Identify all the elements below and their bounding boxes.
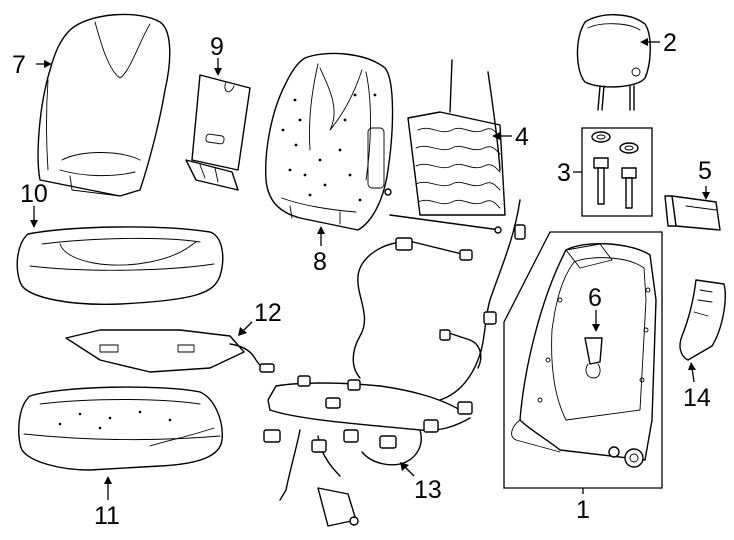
seat-cushion-cover xyxy=(16,226,224,306)
callout-1: 1 xyxy=(576,496,590,524)
bracket-clip xyxy=(664,195,721,231)
seat-back-frame-group xyxy=(503,231,663,489)
wiring-harness xyxy=(263,199,526,527)
seat-back-pad xyxy=(185,74,251,191)
seat-back-foam xyxy=(264,52,394,231)
callout-4: 4 xyxy=(515,123,529,151)
occupant-sensor-mat xyxy=(65,329,275,373)
callout-9: 9 xyxy=(210,33,224,61)
callout-labels: 7 9 8 4 2 3 5 10 12 11 13 6 14 1 xyxy=(12,29,712,530)
callout-14: 14 xyxy=(683,384,711,412)
callout-7: 7 xyxy=(12,51,26,79)
callout-10: 10 xyxy=(20,180,48,208)
head-restraint xyxy=(576,14,651,111)
bolt-washer-set xyxy=(581,127,653,217)
seat-back-spring-mat xyxy=(384,59,506,234)
callout-2: 2 xyxy=(663,29,677,57)
callout-leaders xyxy=(30,38,710,500)
side-trim-panel xyxy=(679,279,726,361)
callout-3: 3 xyxy=(557,159,571,187)
callout-8: 8 xyxy=(313,248,327,276)
callout-13: 13 xyxy=(414,476,442,504)
callout-12: 12 xyxy=(254,299,282,327)
callout-11: 11 xyxy=(94,502,120,530)
seat-back-cover xyxy=(37,13,171,197)
lumbar-actuator xyxy=(584,337,603,379)
callout-6: 6 xyxy=(588,284,602,312)
seat-cushion-pad xyxy=(18,386,223,471)
callout-5: 5 xyxy=(698,157,712,185)
